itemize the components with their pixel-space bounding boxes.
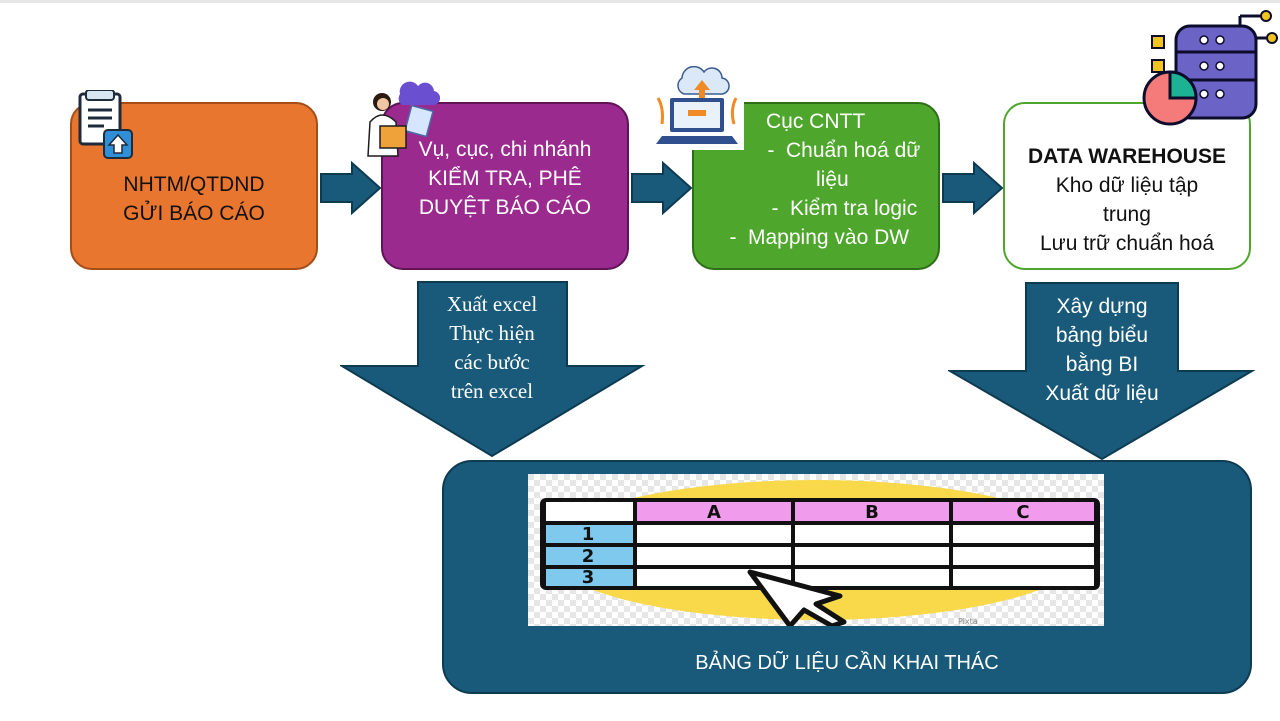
down-arrow-left-line: Xuất excel — [446, 292, 538, 316]
sheet-col-header: C — [1016, 502, 1029, 523]
output-panel-caption: BẢNG DỮ LIỆU CẦN KHAI THÁC — [695, 652, 999, 674]
step-box-data-warehouse: DATA WAREHOUSE Kho dữ liệu tập trung Lưu… — [1003, 102, 1251, 270]
step4-line2: trung — [1103, 203, 1151, 226]
step3-bullet: - Mapping vào DW — [718, 223, 938, 252]
down-arrow-left-line: trên excel — [450, 379, 534, 403]
laptop-cloud-upload-icon — [652, 58, 744, 150]
step-box-review-approve: Vụ, cục, chi nhánh KIỂM TRA, PHÊ DUYỆT B… — [381, 102, 629, 270]
down-arrow-right-line: Xuất dữ liệu — [1045, 382, 1159, 405]
sheet-row-header: 1 — [582, 524, 595, 545]
cursor-pointer-icon — [747, 569, 847, 626]
woman-cloud-icon — [367, 81, 440, 157]
step4-title: DATA WAREHOUSE — [1028, 145, 1226, 168]
step2-line2: KIỂM TRA, PHÊ — [428, 166, 582, 190]
down-arrow-right-line: bảng biểu — [1055, 324, 1149, 347]
flow-arrow-2 — [631, 160, 693, 216]
step4-line3: Lưu trữ chuẩn hoá — [1039, 232, 1215, 255]
step2-line1: Vụ, cục, chi nhánh — [418, 137, 592, 161]
sheet-watermark: Pixta — [958, 617, 978, 626]
sheet-row-header: 2 — [582, 546, 595, 567]
sheet-col-header: A — [707, 502, 721, 523]
down-arrow-right-line: Xây dựng — [1056, 295, 1148, 318]
step-box-it-department: Cục CNTT - Chuẩn hoá dữ liệu - Kiểm tra … — [692, 102, 940, 270]
step4-line1: Kho dữ liệu tập — [1055, 174, 1199, 197]
down-arrow-left-text: Xuất excel Thực hiện các bước trên excel — [420, 290, 564, 406]
step2-line3: DUYỆT BÁO CÁO — [418, 195, 592, 219]
step3-bullet-text: liệu — [816, 167, 849, 191]
step3-bullet-cont: liệu — [756, 165, 938, 194]
down-arrow-right — [948, 282, 1256, 461]
step3-bullet-text: Mapping vào DW — [748, 225, 910, 249]
spreadsheet-illustration: A B C 1 2 3 Pixta — [528, 474, 1104, 626]
flow-arrow-1 — [320, 160, 382, 216]
down-arrow-right-line: bằng BI — [1065, 353, 1139, 376]
step3-bullet: - Kiểm tra logic — [756, 194, 938, 223]
down-arrow-right-text: Xây dựng bảng biểu bằng BI Xuất dữ liệu — [1026, 292, 1178, 408]
down-arrow-left-line: Thực hiện — [449, 321, 535, 345]
database-server-icon — [1142, 10, 1278, 126]
output-table-panel: A B C 1 2 3 Pixta BẢNG DỮ LIỆU CẦN KHAI … — [442, 460, 1252, 694]
step3-bullet-text: Chuẩn hoá dữ — [786, 138, 921, 162]
sheet-col-header: B — [865, 502, 879, 523]
sheet-row-header: 3 — [582, 567, 595, 588]
step1-line1: NHTM/QTDND — [123, 173, 265, 196]
step3-bullet: - Chuẩn hoá dữ — [756, 136, 938, 165]
flow-arrow-3 — [942, 160, 1004, 216]
down-arrow-left — [340, 281, 646, 458]
step1-line2: GỬI BÁO CÁO — [123, 202, 265, 225]
step3-bullet-text: Kiểm tra logic — [790, 196, 918, 220]
top-border — [0, 0, 1280, 3]
bullet-dash: - — [767, 138, 775, 162]
down-arrow-left-line: các bước — [454, 350, 530, 374]
step3-title: Cục CNTT — [766, 109, 866, 133]
bullet-dash: - — [771, 196, 779, 220]
document-upload-icon — [78, 90, 133, 159]
bullet-dash: - — [729, 225, 737, 249]
